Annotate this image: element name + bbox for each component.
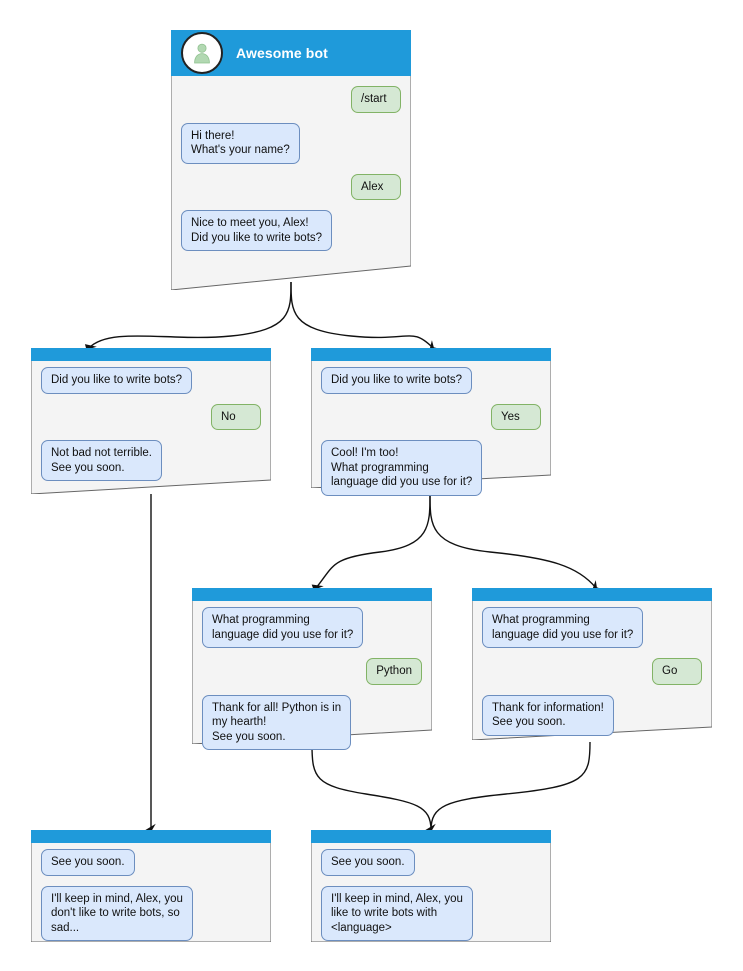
- message-list: What programming language did you use fo…: [472, 601, 712, 740]
- bot-message-bubble[interactable]: What programming language did you use fo…: [202, 607, 364, 648]
- bot-title: Awesome bot: [236, 45, 328, 61]
- bot-message-bubble[interactable]: What programming language did you use fo…: [482, 607, 644, 648]
- message-row: Cool! I'm too! What programming language…: [321, 440, 541, 496]
- bot-message-bubble[interactable]: Nice to meet you, Alex! Did you like to …: [181, 210, 333, 251]
- message-row: Did you like to write bots?: [41, 367, 261, 394]
- message-list: /start Hi there! What's your name? Alex …: [171, 76, 411, 290]
- connector-root-to-yes: [290, 281, 441, 352]
- message-row: See you soon.: [321, 849, 541, 876]
- farewell-sad-card[interactable]: See you soon. I'll keep in mind, Alex, y…: [31, 830, 271, 942]
- message-row: Yes: [321, 403, 541, 430]
- bot-avatar: [181, 32, 223, 74]
- connector-root-to-no: [84, 281, 292, 356]
- user-message-bubble[interactable]: Python: [366, 658, 422, 685]
- card-header-bar: [31, 348, 271, 361]
- bot-message-bubble[interactable]: Hi there! What's your name?: [181, 122, 300, 164]
- start-conversation-card[interactable]: Awesome bot /start Hi there! What's your…: [171, 30, 411, 290]
- answer-python-card[interactable]: What programming language did you use fo…: [192, 588, 432, 750]
- message-list: See you soon. I'll keep in mind, Alex, y…: [311, 843, 551, 942]
- message-row: Go: [482, 658, 702, 685]
- message-row: Nice to meet you, Alex! Did you like to …: [181, 210, 401, 251]
- user-message-bubble[interactable]: Go: [652, 658, 702, 685]
- card-header-bar: [311, 830, 551, 843]
- message-list: See you soon. I'll keep in mind, Alex, y…: [31, 843, 271, 942]
- message-row: What programming language did you use fo…: [482, 607, 702, 648]
- bot-message-bubble[interactable]: Did you like to write bots?: [321, 367, 473, 394]
- message-row: I'll keep in mind, Alex, you like to wri…: [321, 885, 541, 941]
- card-header-bar: [311, 348, 551, 361]
- message-row: See you soon.: [41, 849, 261, 876]
- message-row: Did you like to write bots?: [321, 367, 541, 394]
- answer-go-card[interactable]: What programming language did you use fo…: [472, 588, 712, 740]
- connector-python-to-end-happy: [311, 744, 436, 837]
- bot-header-bar: Awesome bot: [171, 30, 411, 76]
- user-message-bubble[interactable]: Alex: [351, 173, 401, 200]
- message-row: What programming language did you use fo…: [202, 607, 422, 648]
- message-list: Did you like to write bots? No Not bad n…: [31, 361, 271, 494]
- user-message-bubble[interactable]: /start: [351, 86, 401, 113]
- card-header-bar: [472, 588, 712, 601]
- user-message-bubble[interactable]: No: [211, 403, 261, 430]
- answer-yes-card[interactable]: Did you like to write bots? Yes Cool! I'…: [311, 348, 551, 496]
- bot-message-bubble[interactable]: See you soon.: [41, 849, 135, 876]
- message-list: What programming language did you use fo…: [192, 601, 432, 750]
- card-header-bar: [192, 588, 432, 601]
- message-row: Thank for information! See you soon.: [482, 694, 702, 736]
- message-row: No: [41, 403, 261, 430]
- message-row: Not bad not terrible. See you soon.: [41, 440, 261, 481]
- bot-message-bubble[interactable]: Not bad not terrible. See you soon.: [41, 440, 163, 481]
- connector-go-to-end-happy: [430, 741, 591, 831]
- card-header-bar: [31, 830, 271, 843]
- connector-yes-to-go: [429, 494, 604, 592]
- bot-message-bubble[interactable]: I'll keep in mind, Alex, you don't like …: [41, 885, 193, 941]
- bot-message-bubble[interactable]: Thank for all! Python is in my hearth! S…: [202, 694, 352, 750]
- answer-no-card[interactable]: Did you like to write bots? No Not bad n…: [31, 348, 271, 494]
- message-row: Python: [202, 658, 422, 685]
- message-row: Alex: [181, 173, 401, 200]
- bot-message-bubble[interactable]: See you soon.: [321, 849, 415, 876]
- bot-message-bubble[interactable]: Cool! I'm too! What programming language…: [321, 440, 483, 496]
- bot-message-bubble[interactable]: I'll keep in mind, Alex, you like to wri…: [321, 885, 473, 941]
- message-row: Thank for all! Python is in my hearth! S…: [202, 694, 422, 750]
- connector-yes-to-python: [311, 494, 431, 596]
- user-message-bubble[interactable]: Yes: [491, 403, 541, 430]
- bot-message-bubble[interactable]: Thank for information! See you soon.: [482, 694, 614, 736]
- message-row: I'll keep in mind, Alex, you don't like …: [41, 885, 261, 941]
- message-list: Did you like to write bots? Yes Cool! I'…: [311, 361, 551, 496]
- farewell-happy-card[interactable]: See you soon. I'll keep in mind, Alex, y…: [311, 830, 551, 942]
- message-row: Hi there! What's your name?: [181, 122, 401, 164]
- bot-message-bubble[interactable]: Did you like to write bots?: [41, 367, 193, 394]
- person-icon: [194, 43, 210, 64]
- message-row: /start: [181, 86, 401, 113]
